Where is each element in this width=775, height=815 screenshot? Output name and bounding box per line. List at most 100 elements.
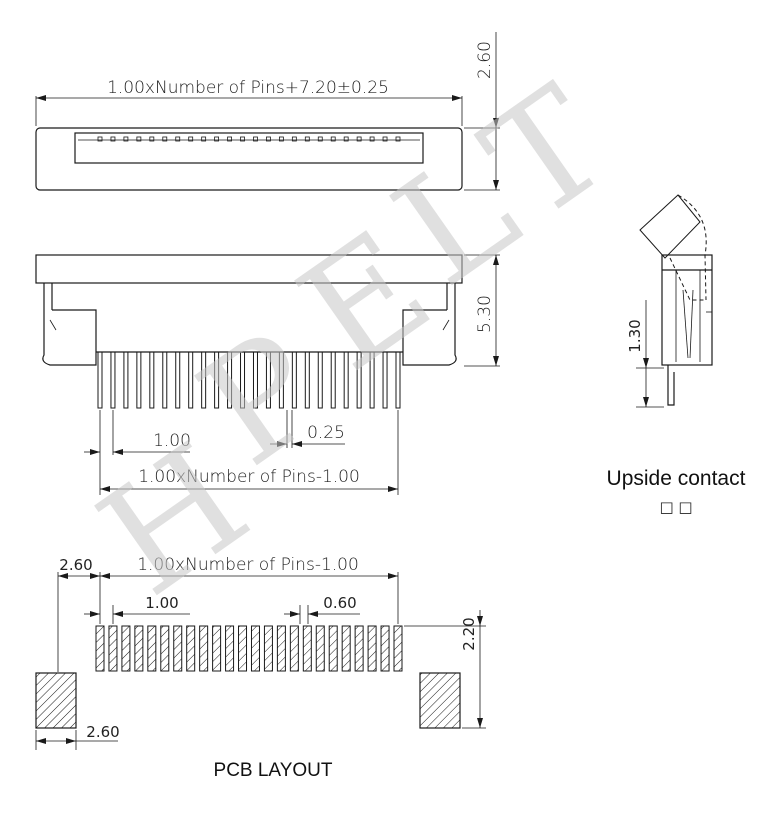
pcb-pad-height-dim: 2.20 bbox=[460, 617, 478, 650]
front-pin bbox=[188, 351, 194, 409]
front-pin bbox=[317, 351, 323, 409]
front-pin bbox=[227, 351, 233, 409]
pcb-layout: 2.60 1.00xNumber of Pins-1.00 1.00 0.60 … bbox=[35, 555, 486, 781]
top-pin-mark bbox=[395, 136, 401, 142]
pcb-pad bbox=[328, 625, 338, 672]
top-pin-mark bbox=[214, 136, 220, 142]
pcb-right-tab bbox=[419, 672, 461, 729]
top-height-dim: 2.60 bbox=[475, 41, 495, 79]
side-actuator-open bbox=[639, 194, 701, 259]
top-pin-mark bbox=[162, 136, 168, 142]
front-view: 5.30 1.00 0.25 1.00xNumber of Pins-1.00 bbox=[35, 254, 500, 495]
top-pin-mark bbox=[343, 136, 349, 142]
pcb-caption: PCB LAYOUT bbox=[214, 760, 333, 781]
front-pin bbox=[110, 351, 116, 409]
pcb-pad bbox=[134, 625, 144, 672]
top-pin-mark bbox=[369, 136, 375, 142]
top-pin-mark bbox=[201, 136, 207, 142]
top-pin-mark bbox=[123, 136, 129, 142]
front-left-tab bbox=[42, 283, 97, 366]
top-pin-mark bbox=[317, 136, 323, 142]
front-pin bbox=[291, 351, 297, 409]
front-pin bbox=[240, 351, 246, 409]
front-pin bbox=[123, 351, 129, 409]
pcb-pad bbox=[108, 625, 118, 672]
pcb-signal-pads bbox=[95, 625, 403, 672]
top-pin-mark bbox=[382, 136, 388, 142]
front-view-pins bbox=[97, 351, 401, 409]
top-pin-mark bbox=[149, 136, 155, 142]
top-view: 1.00xNumber of Pins+7.20±0.25 2.60 bbox=[35, 32, 500, 191]
pcb-pad bbox=[212, 625, 222, 672]
pcb-span-dim: 1.00xNumber of Pins-1.00 bbox=[137, 555, 359, 575]
front-pin bbox=[356, 351, 362, 409]
front-pin bbox=[175, 351, 181, 409]
pcb-pad bbox=[341, 625, 351, 672]
pcb-pad bbox=[289, 625, 299, 672]
top-pin-mark bbox=[227, 136, 232, 142]
side-height-dim: 1.30 bbox=[626, 319, 644, 352]
top-pin-mark bbox=[330, 136, 336, 142]
pcb-pad bbox=[250, 625, 260, 672]
pcb-pad bbox=[225, 625, 235, 672]
top-pin-mark bbox=[97, 136, 103, 142]
top-pin-mark bbox=[253, 136, 258, 142]
top-pin-mark bbox=[356, 136, 362, 142]
side-housing bbox=[661, 254, 713, 366]
pcb-pad bbox=[276, 625, 286, 672]
watermark: H P E L T bbox=[71, 55, 638, 630]
pcb-pad bbox=[121, 625, 131, 672]
side-lead bbox=[667, 365, 675, 406]
pcb-pad bbox=[199, 625, 209, 672]
top-pin-mark bbox=[136, 136, 142, 142]
pcb-left-tab bbox=[35, 672, 77, 729]
front-right-tab bbox=[402, 283, 457, 366]
pcb-tab-width-dim: 2.60 bbox=[86, 723, 119, 741]
pcb-pad bbox=[315, 625, 325, 672]
pcb-pad bbox=[367, 625, 377, 672]
pcb-pad bbox=[263, 625, 273, 672]
front-pin bbox=[162, 351, 168, 409]
front-pin bbox=[136, 351, 142, 409]
pcb-pitch-dim: 1.00 bbox=[145, 594, 178, 612]
front-pin bbox=[252, 351, 258, 409]
front-pin bbox=[382, 351, 388, 409]
top-pin-mark bbox=[291, 136, 297, 142]
pcb-pad bbox=[147, 625, 157, 672]
top-pin-mark bbox=[175, 136, 181, 142]
top-view-body bbox=[35, 127, 463, 191]
pcb-pad bbox=[95, 625, 105, 672]
pcb-pad bbox=[160, 625, 170, 672]
pcb-pad-width-dim: 0.60 bbox=[323, 594, 356, 612]
top-width-dim: 1.00xNumber of Pins+7.20±0.25 bbox=[107, 78, 389, 98]
top-pin-mark bbox=[188, 136, 194, 142]
pcb-pad bbox=[173, 625, 183, 672]
side-caption: Upside contact bbox=[607, 467, 746, 490]
front-pin bbox=[214, 351, 220, 409]
top-view-pin-marks bbox=[97, 136, 401, 142]
pcb-pad bbox=[393, 625, 403, 672]
front-view-housing bbox=[35, 254, 463, 284]
front-pin-width-dim: 0.25 bbox=[307, 423, 345, 443]
front-pin bbox=[149, 351, 155, 409]
front-pin bbox=[304, 351, 310, 409]
top-pin-mark bbox=[304, 136, 310, 142]
pcb-pad bbox=[186, 625, 196, 672]
front-pitch-dim: 1.00 bbox=[153, 431, 191, 451]
pcb-pad bbox=[302, 625, 312, 672]
top-pin-mark bbox=[266, 136, 271, 142]
front-pin bbox=[395, 351, 401, 409]
pcb-edge-dim: 2.60 bbox=[59, 556, 92, 574]
front-pin bbox=[265, 351, 271, 409]
front-pin bbox=[201, 351, 207, 409]
front-pin bbox=[330, 351, 336, 409]
top-pin-mark bbox=[110, 136, 116, 142]
front-pin bbox=[97, 351, 103, 409]
top-pin-mark bbox=[278, 136, 284, 142]
front-pin bbox=[343, 351, 349, 409]
front-pin bbox=[369, 351, 375, 409]
top-pin-mark bbox=[240, 136, 245, 142]
side-caption-sub: □ □ bbox=[659, 498, 692, 516]
front-span-dim: 1.00xNumber of Pins-1.00 bbox=[138, 467, 360, 487]
